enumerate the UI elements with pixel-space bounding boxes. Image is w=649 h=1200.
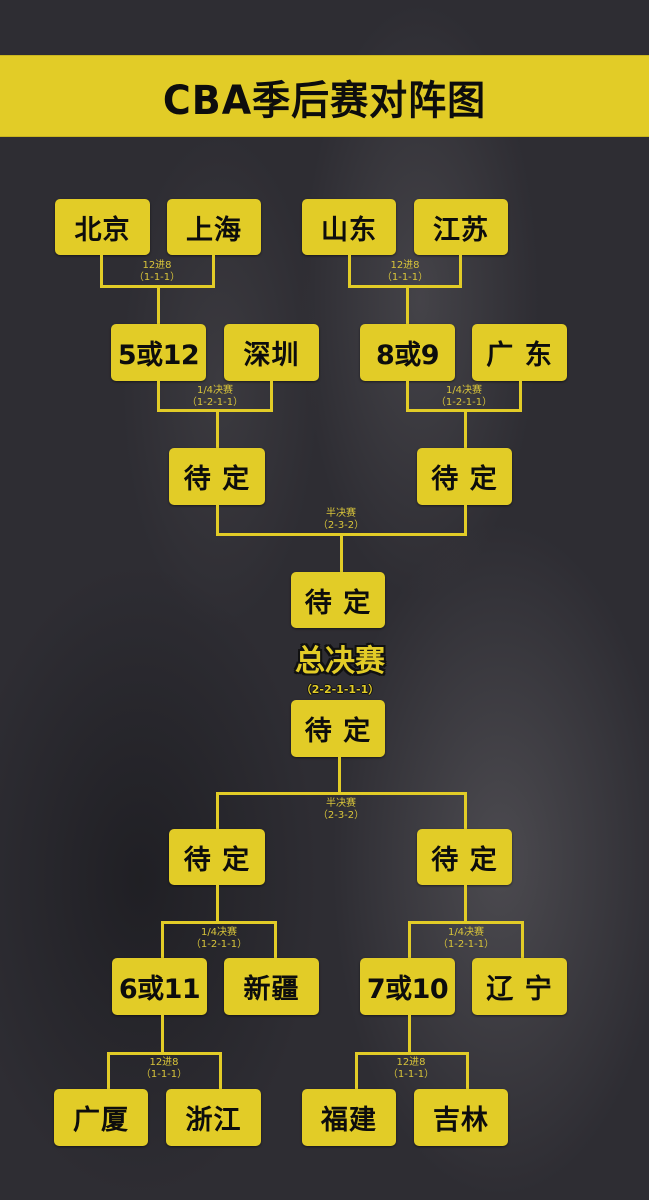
team-name: 待 定 (431, 844, 498, 876)
team-name: 广 东 (486, 340, 553, 371)
team-name: 福建 (321, 1105, 377, 1136)
bracket-line (216, 505, 219, 536)
bracket-line (348, 255, 351, 288)
team-box-xinjiang: 新疆 (224, 958, 319, 1015)
bracket-line (519, 381, 522, 412)
team-box-liaoning: 辽 宁 (472, 958, 567, 1015)
bracket-line (464, 792, 467, 830)
bracket-line (408, 921, 411, 959)
finalist-box-top: 待 定 (291, 572, 385, 628)
round-label: 1/4决赛（1-2-1-1） (435, 385, 493, 408)
team-box-shandong: 山东 (302, 199, 396, 255)
bracket-line (406, 381, 409, 412)
team-box-shenzhen: 深圳 (224, 324, 319, 381)
round-label: 12进8（1-1-1） (140, 1057, 188, 1080)
team-name: 待 定 (183, 844, 251, 876)
bracket-line (161, 921, 164, 959)
team-name: 山东 (321, 214, 377, 246)
round-label: 1/4决赛（1-2-1-1） (190, 927, 248, 950)
semi-box-top-right: 待 定 (417, 448, 512, 505)
bracket-line (161, 921, 277, 924)
bracket-line (355, 1052, 469, 1055)
bracket-line (219, 1052, 222, 1090)
team-name: 8或9 (375, 340, 440, 371)
team-name: 吉林 (433, 1105, 489, 1136)
team-box-guangsha: 广厦 (54, 1089, 148, 1146)
bracket-line (338, 757, 341, 795)
bracket-line (348, 285, 462, 288)
team-name: 辽 宁 (486, 974, 553, 1005)
team-name: 6或11 (118, 974, 201, 1005)
bracket-line (274, 921, 277, 959)
bracket-line (270, 381, 273, 412)
team-name: 待 定 (183, 464, 251, 495)
team-name: 北京 (74, 214, 131, 246)
bracket-line (408, 921, 524, 924)
finalist-box-bottom: 待 定 (291, 700, 385, 757)
round-label: 半决赛（2-3-2） (317, 798, 365, 821)
page-title: CBA季后赛对阵图 (162, 76, 487, 123)
bracket-line (355, 1052, 358, 1090)
bracket-line (408, 1015, 411, 1055)
bracket-line (100, 255, 103, 288)
bracket-line (216, 792, 467, 795)
team-box-zhejiang: 浙江 (166, 1089, 261, 1146)
bracket-line (459, 255, 462, 288)
round-label: 1/4决赛（1-2-1-1） (186, 385, 244, 408)
bracket-line (464, 409, 467, 449)
bracket-line (406, 285, 409, 325)
bracket-line (216, 409, 219, 449)
final-format: （2-2-1-1-1） (300, 683, 380, 696)
bracket-line (107, 1052, 110, 1090)
team-name: 上海 (186, 214, 242, 246)
bracket-line (157, 409, 273, 412)
bracket-line (212, 255, 215, 288)
bracket-line (157, 381, 160, 412)
team-name: 5或12 (117, 340, 200, 371)
team-name: 浙江 (185, 1105, 242, 1136)
bracket-line (161, 1015, 164, 1055)
team-box-7-or-10: 7或10 (360, 958, 455, 1015)
round-label: 1/4决赛（1-2-1-1） (437, 927, 495, 950)
team-box-fujian: 福建 (302, 1089, 396, 1146)
team-name: 待 定 (431, 464, 498, 495)
bracket-line (216, 885, 219, 924)
final-title: 总决赛 (295, 644, 385, 679)
team-box-5-or-12: 5或12 (111, 324, 206, 381)
team-name: 深圳 (243, 340, 300, 371)
team-name: 江苏 (433, 214, 489, 246)
bracket-line (107, 1052, 222, 1055)
team-name: 待 定 (304, 587, 372, 619)
bracket-line (157, 285, 160, 325)
team-name: 新疆 (243, 974, 300, 1005)
bracket-line (466, 1052, 469, 1090)
team-box-jilin: 吉林 (414, 1089, 508, 1146)
round-label: 12进8（1-1-1） (381, 260, 429, 283)
team-name: 待 定 (304, 716, 372, 747)
bracket-line (216, 792, 219, 830)
round-label: 12进8（1-1-1） (387, 1057, 435, 1080)
team-box-jiangsu: 江苏 (414, 199, 508, 255)
semi-box-bottom-left: 待 定 (169, 829, 265, 885)
team-name: 7或10 (366, 974, 449, 1005)
team-box-guangdong: 广 东 (472, 324, 567, 381)
title-banner: CBA季后赛对阵图 (0, 55, 649, 137)
team-box-beijing: 北京 (55, 199, 150, 255)
team-box-6-or-11: 6或11 (112, 958, 207, 1015)
round-label: 12进8（1-1-1） (133, 260, 181, 283)
team-box-8-or-9: 8或9 (360, 324, 455, 381)
bracket-line (340, 533, 343, 573)
team-box-shanghai: 上海 (167, 199, 261, 255)
semi-box-top-left: 待 定 (169, 448, 265, 505)
round-label: 半决赛（2-3-2） (317, 508, 365, 531)
team-name: 广厦 (73, 1105, 129, 1136)
bracket-line (464, 885, 467, 924)
bracket-line (464, 505, 467, 536)
bracket-line (521, 921, 524, 959)
semi-box-bottom-right: 待 定 (417, 829, 512, 885)
